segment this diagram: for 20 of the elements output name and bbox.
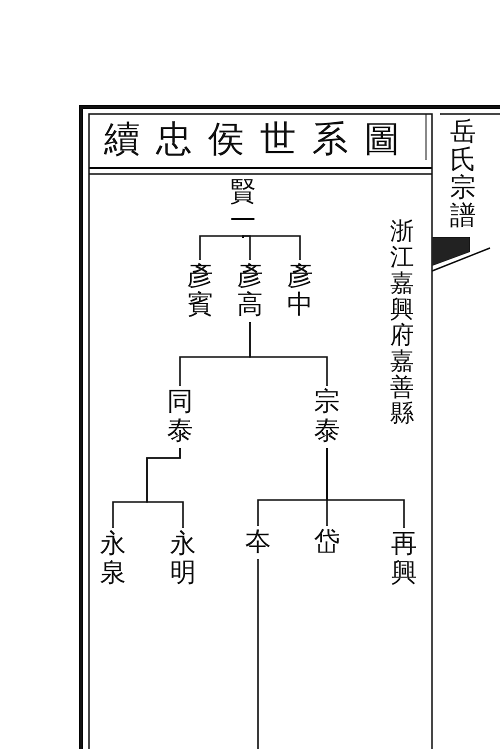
name-text: 岱 bbox=[312, 528, 342, 557]
name-text: 彥高 bbox=[235, 262, 265, 320]
name-text: 宗泰 bbox=[312, 388, 342, 446]
lineage-line bbox=[326, 448, 405, 528]
name-text: 同泰 bbox=[165, 388, 195, 446]
name-text: 永明 bbox=[168, 530, 198, 588]
title: 續忠侯世系圖 bbox=[103, 118, 417, 162]
side-tab-text: 岳氏宗譜 bbox=[449, 118, 477, 230]
lineage-line bbox=[199, 235, 244, 260]
lineage-line bbox=[146, 448, 184, 528]
lineage-line bbox=[249, 322, 328, 386]
name-text: 再興 bbox=[389, 530, 419, 588]
continuation-line bbox=[257, 559, 259, 749]
lineage-line bbox=[242, 235, 301, 260]
place-name-text: 浙江嘉興府嘉善縣 bbox=[389, 218, 415, 426]
name-text: 夲 bbox=[243, 528, 273, 557]
name-text: 賢一 bbox=[228, 178, 258, 236]
name-text: 永泉 bbox=[98, 530, 128, 588]
name-text: 彥中 bbox=[285, 262, 315, 320]
name-text: 彥賓 bbox=[185, 262, 215, 320]
